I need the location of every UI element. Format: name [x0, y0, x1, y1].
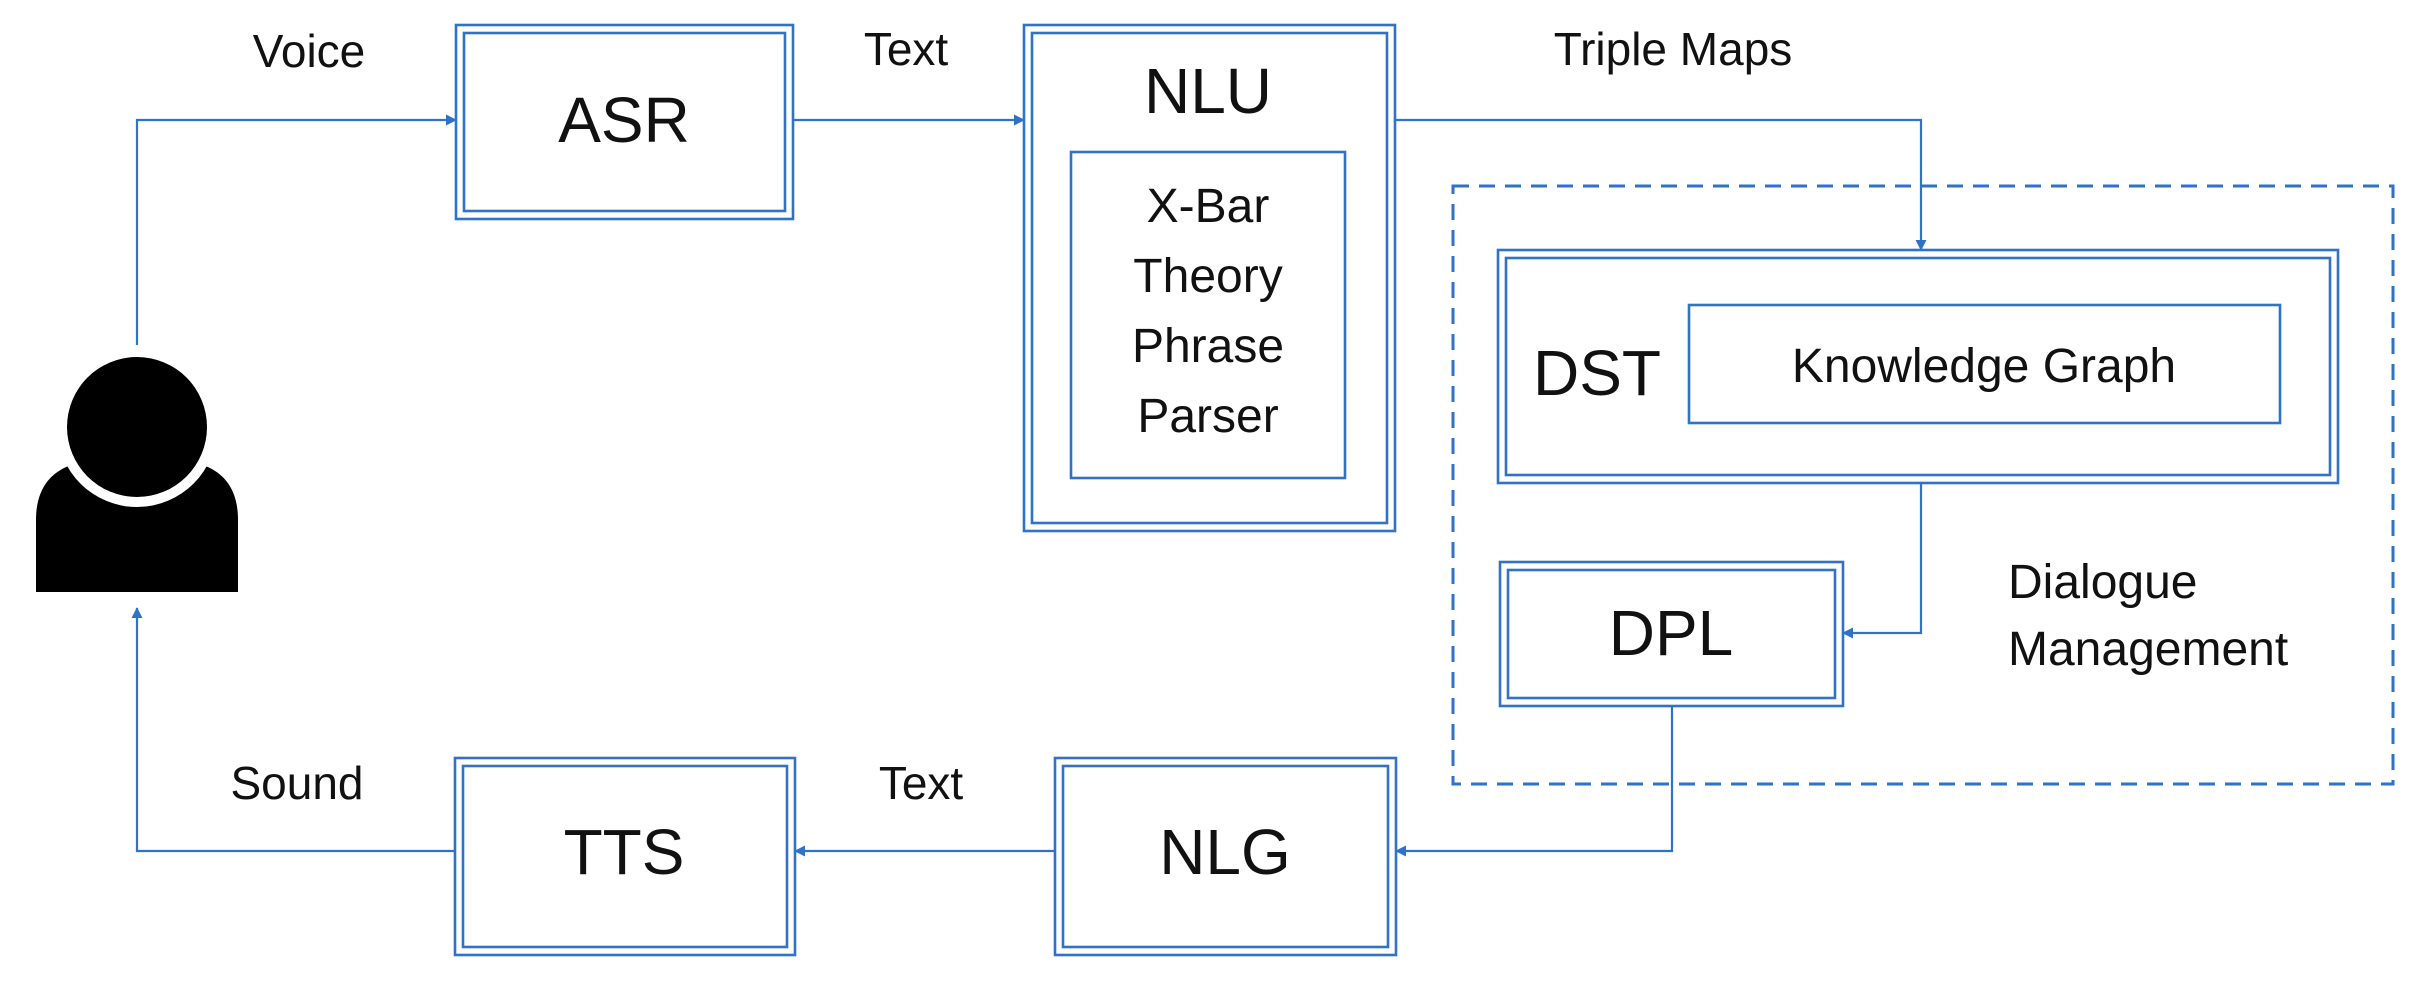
asr-label: ASR [558, 84, 690, 156]
edge-nlu-to-dst [1395, 118, 1927, 251]
edge-label-triple-maps: Triple Maps [1554, 23, 1793, 75]
xbar-line-4: Parser [1137, 390, 1278, 443]
edge-dst-to-dpl [1842, 483, 1923, 639]
dst-node: DST Knowledge Graph [1496, 248, 2340, 485]
knowledge-graph-label: Knowledge Graph [1792, 340, 2176, 393]
nlu-node: NLU X-Bar Theory Phrase Parser [1022, 23, 1397, 533]
nlu-label: NLU [1144, 55, 1272, 127]
tts-node: TTS [453, 756, 797, 957]
edge-tts-to-user [131, 607, 455, 853]
xbar-parser-box [1069, 150, 1347, 480]
dpl-label: DPL [1609, 597, 1734, 669]
tts-label: TTS [564, 816, 685, 888]
edge-label-sound: Sound [230, 757, 363, 809]
group-label-line-2: Management [2008, 623, 2288, 676]
dst-label: DST [1533, 337, 1661, 409]
nlg-node: NLG [1053, 756, 1398, 957]
group-label-line-1: Dialogue [2008, 556, 2197, 609]
edge-label-text-in: Text [864, 23, 949, 75]
knowledge-graph-box [1687, 303, 2282, 425]
xbar-line-2: Theory [1133, 250, 1282, 303]
edge-user-to-asr [135, 114, 457, 345]
connectors [131, 114, 1927, 857]
edge-label-voice: Voice [253, 25, 366, 77]
edge-label-text-out: Text [879, 757, 964, 809]
asr-node: ASR [454, 23, 795, 221]
xbar-line-3: Phrase [1132, 320, 1284, 373]
edge-dpl-to-nlg [1395, 706, 1674, 857]
user-icon [36, 347, 238, 592]
dpl-node: DPL [1498, 560, 1845, 708]
xbar-line-1: X-Bar [1147, 180, 1270, 233]
nlg-label: NLG [1159, 816, 1291, 888]
dialogue-management-group [1451, 184, 2395, 786]
